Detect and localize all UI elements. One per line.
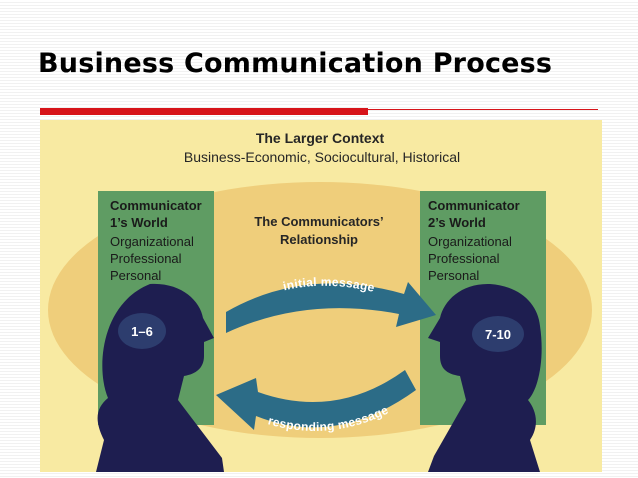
relationship-label-line1: The Communicators’ [254, 214, 383, 229]
context-title: The Larger Context [256, 130, 385, 146]
slide-title: Business Communication Process [38, 48, 553, 79]
communicator-1-item: Organizational [110, 234, 194, 249]
communicator-2-steps-circle [472, 316, 524, 352]
communicator-2-steps-label: 7-10 [485, 327, 511, 342]
initial-message-arrow [226, 282, 436, 333]
communicator-1-title-line2: 1’s World [110, 215, 168, 230]
context-subtitle: Business-Economic, Sociocultural, Histor… [184, 149, 460, 165]
communicator-1-steps-circle [118, 313, 166, 349]
communicator-1-title-line1: Communicator [110, 198, 202, 213]
communicator-2-item: Professional [428, 251, 500, 266]
communicator-2-title-line1: Communicator [428, 198, 520, 213]
title-underline-red [40, 108, 368, 115]
relationship-label-line2: Relationship [280, 232, 358, 247]
communicator-2-title-line2: 2’s World [428, 215, 486, 230]
communicator-1-item: Personal [110, 268, 161, 283]
communicator-2-item: Personal [428, 268, 479, 283]
responding-message-arrow [216, 370, 416, 430]
communicator-1-steps-label: 1–6 [131, 324, 153, 339]
title-underline-thin [368, 109, 598, 110]
communicator-1-item: Professional [110, 251, 182, 266]
communicator-2-item: Organizational [428, 234, 512, 249]
